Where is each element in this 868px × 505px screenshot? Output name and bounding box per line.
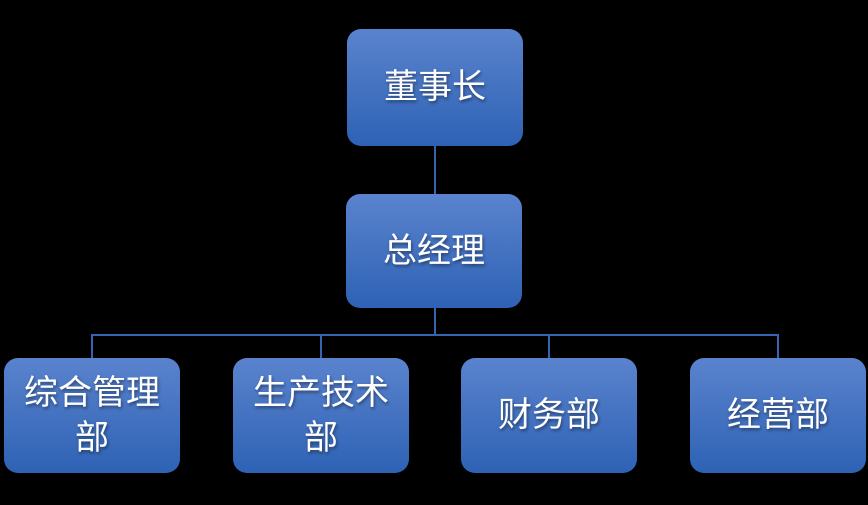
- connector-gm-trunk: [434, 308, 436, 335]
- org-node-dept-general-management[interactable]: 综合管理部: [4, 358, 180, 473]
- connector-drop-dept-2: [548, 334, 550, 360]
- org-node-chairman-label: 董事长: [384, 68, 486, 107]
- connector-drop-dept-3: [777, 334, 779, 360]
- org-node-dept-operations[interactable]: 经营部: [690, 358, 866, 473]
- connector-drop-dept-0: [91, 334, 93, 360]
- org-node-chairman[interactable]: 董事长: [347, 29, 523, 146]
- org-node-dept-production-technology[interactable]: 生产技术部: [233, 358, 409, 473]
- connector-drop-dept-1: [320, 334, 322, 360]
- org-node-dept-label: 经营部: [727, 396, 829, 435]
- org-node-dept-label: 生产技术部: [253, 374, 389, 457]
- org-node-general-manager[interactable]: 总经理: [346, 194, 522, 308]
- connector-horizontal-bus: [91, 334, 779, 336]
- connector-chairman-to-gm: [434, 146, 436, 194]
- org-node-general-manager-label: 总经理: [383, 231, 485, 270]
- org-node-dept-label: 综合管理部: [24, 374, 160, 457]
- org-node-dept-label: 财务部: [498, 396, 600, 435]
- org-node-dept-finance[interactable]: 财务部: [461, 358, 637, 473]
